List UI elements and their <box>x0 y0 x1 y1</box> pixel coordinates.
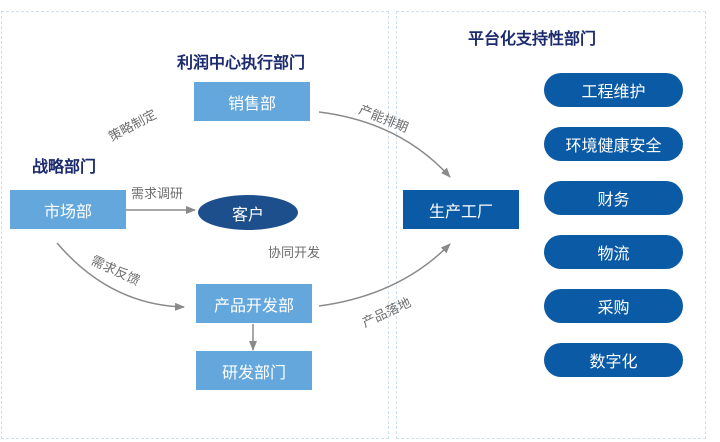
profit-center-panel <box>1 11 389 439</box>
factory-box[interactable]: 生产工厂 <box>403 190 519 229</box>
arrow-product-dev-to-factory <box>318 243 451 307</box>
arrow-sales-to-factory <box>318 111 451 178</box>
support-item[interactable]: 数字化 <box>544 343 683 377</box>
customer-oval[interactable]: 客户 <box>198 195 298 230</box>
profit-center-title: 利润中心执行部门 <box>177 53 306 72</box>
support-item[interactable]: 采购 <box>544 289 683 323</box>
support-item[interactable]: 财务 <box>544 181 683 215</box>
sales-dept-box[interactable]: 销售部 <box>194 82 310 121</box>
rnd-dept-box[interactable]: 研发部门 <box>196 351 312 390</box>
strategy-dept-title: 战略部门 <box>32 157 97 176</box>
support-panel <box>396 11 706 439</box>
market-dept-box[interactable]: 市场部 <box>10 190 126 229</box>
product-dev-box[interactable]: 产品开发部 <box>196 284 312 323</box>
support-item[interactable]: 环境健康安全 <box>544 127 683 161</box>
label-co-dev: 协同开发 <box>268 246 321 261</box>
support-title: 平台化支持性部门 <box>468 29 597 48</box>
label-research: 需求调研 <box>131 187 184 202</box>
support-item[interactable]: 物流 <box>544 235 683 269</box>
arrow-market-to-product-dev <box>56 242 185 311</box>
support-item[interactable]: 工程维护 <box>544 73 683 107</box>
